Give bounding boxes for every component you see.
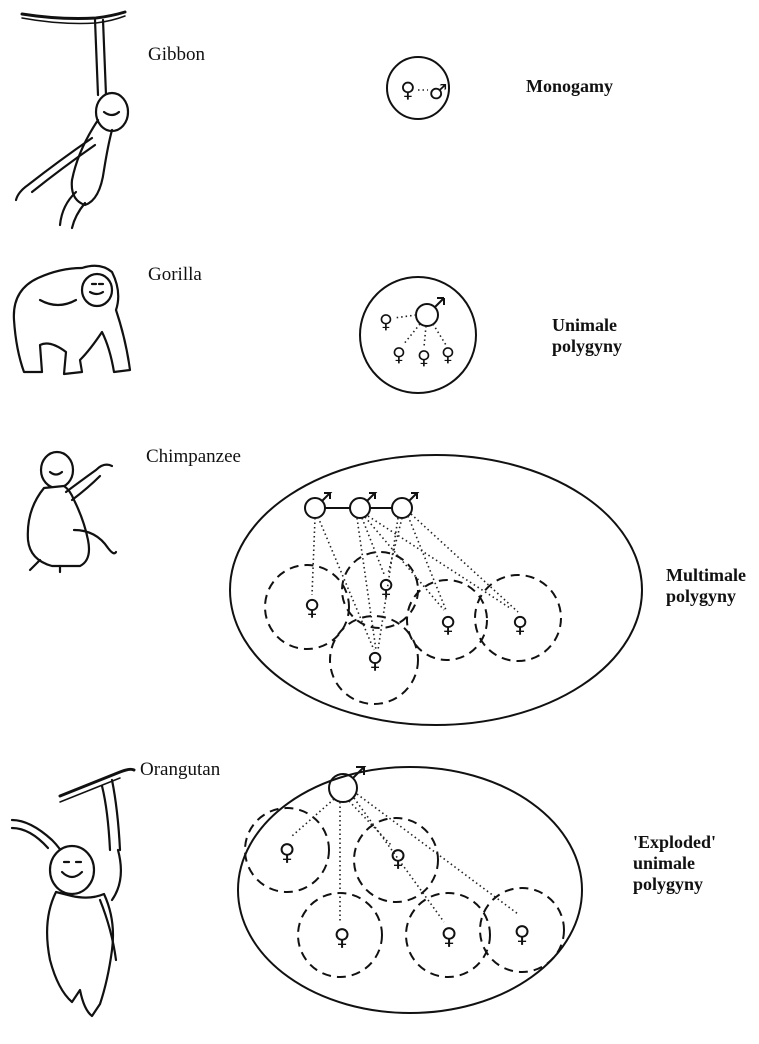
male-symbol: ♂ (429, 80, 448, 104)
gorilla-illustration (14, 266, 130, 374)
community-territory (238, 767, 582, 1013)
female-symbol: ♀ (441, 344, 455, 366)
female-symbol: ♀ (367, 649, 383, 674)
male-arrow (435, 298, 444, 307)
female-symbol: ♀ (514, 922, 531, 948)
species-label-gorilla: Gorilla (148, 264, 202, 285)
system-label-unimale-1: Unimale (552, 315, 617, 335)
female-symbol: ♀ (279, 840, 296, 866)
female-symbol: ♀ (400, 78, 415, 102)
male-range-circle (329, 774, 357, 802)
male-range-circle (416, 304, 438, 326)
gibbon-illustration (16, 12, 128, 228)
community-territory (230, 455, 642, 725)
female-symbol: ♀ (440, 613, 456, 638)
female-symbol: ♀ (379, 311, 393, 333)
female-symbol: ♀ (441, 924, 458, 950)
multimale-polygyny-diagram: ♀ ♀ ♀ ♀ ♀ (230, 455, 642, 725)
female-symbol: ♀ (512, 613, 528, 638)
system-label-exploded-2: unimale (633, 853, 695, 873)
orangutan-illustration (12, 769, 134, 1016)
species-label-chimpanzee: Chimpanzee (146, 446, 241, 467)
system-label-exploded-3: polygyny (633, 874, 703, 894)
system-label-monogamy: Monogamy (526, 76, 613, 96)
female-symbol: ♀ (378, 576, 394, 601)
exploded-unimale-polygyny-diagram: ♀ ♀ ♀ ♀ ♀ (238, 767, 582, 1013)
system-label-multimale-2: polygyny (666, 586, 736, 606)
female-symbol: ♀ (304, 596, 320, 621)
male-female-links (394, 315, 446, 347)
species-label-gibbon: Gibbon (148, 44, 206, 65)
female-symbol: ♀ (417, 347, 431, 369)
female-symbol: ♀ (334, 925, 351, 951)
male-arrows (322, 493, 417, 501)
system-label-exploded-1: 'Exploded' (633, 832, 716, 852)
territory-circle (360, 277, 476, 393)
monogamy-diagram: ♀ ♂ (387, 57, 449, 119)
chimpanzee-illustration (28, 452, 116, 572)
system-label-multimale-1: Multimale (666, 565, 746, 585)
female-symbol: ♀ (392, 344, 406, 366)
unimale-polygyny-diagram: ♀ ♀ ♀ ♀ (360, 277, 476, 393)
species-label-orangutan: Orangutan (140, 759, 221, 780)
system-label-unimale-2: polygyny (552, 336, 622, 356)
